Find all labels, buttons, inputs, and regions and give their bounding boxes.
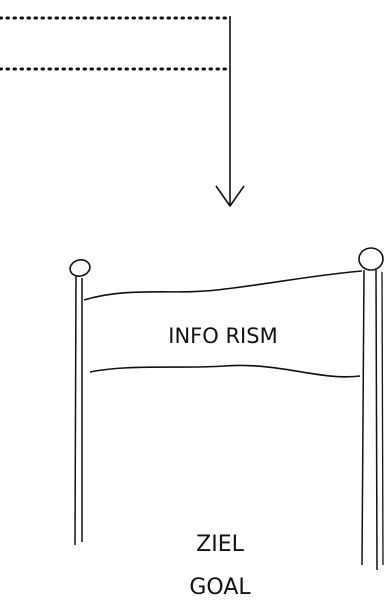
down-arrow (216, 16, 244, 206)
left-pole-knob (68, 258, 91, 279)
banner-top-edge (84, 271, 362, 300)
left-flag-pole (68, 258, 91, 545)
goal-label-en: GOAL (189, 575, 251, 600)
right-pole-knob (359, 248, 383, 270)
goal-label-de: ZIEL (196, 532, 244, 557)
banner-text: INFO RISM (168, 324, 277, 348)
right-flag-pole (359, 248, 383, 570)
banner-bottom-edge (90, 365, 360, 376)
banner: INFO RISM (84, 271, 362, 377)
